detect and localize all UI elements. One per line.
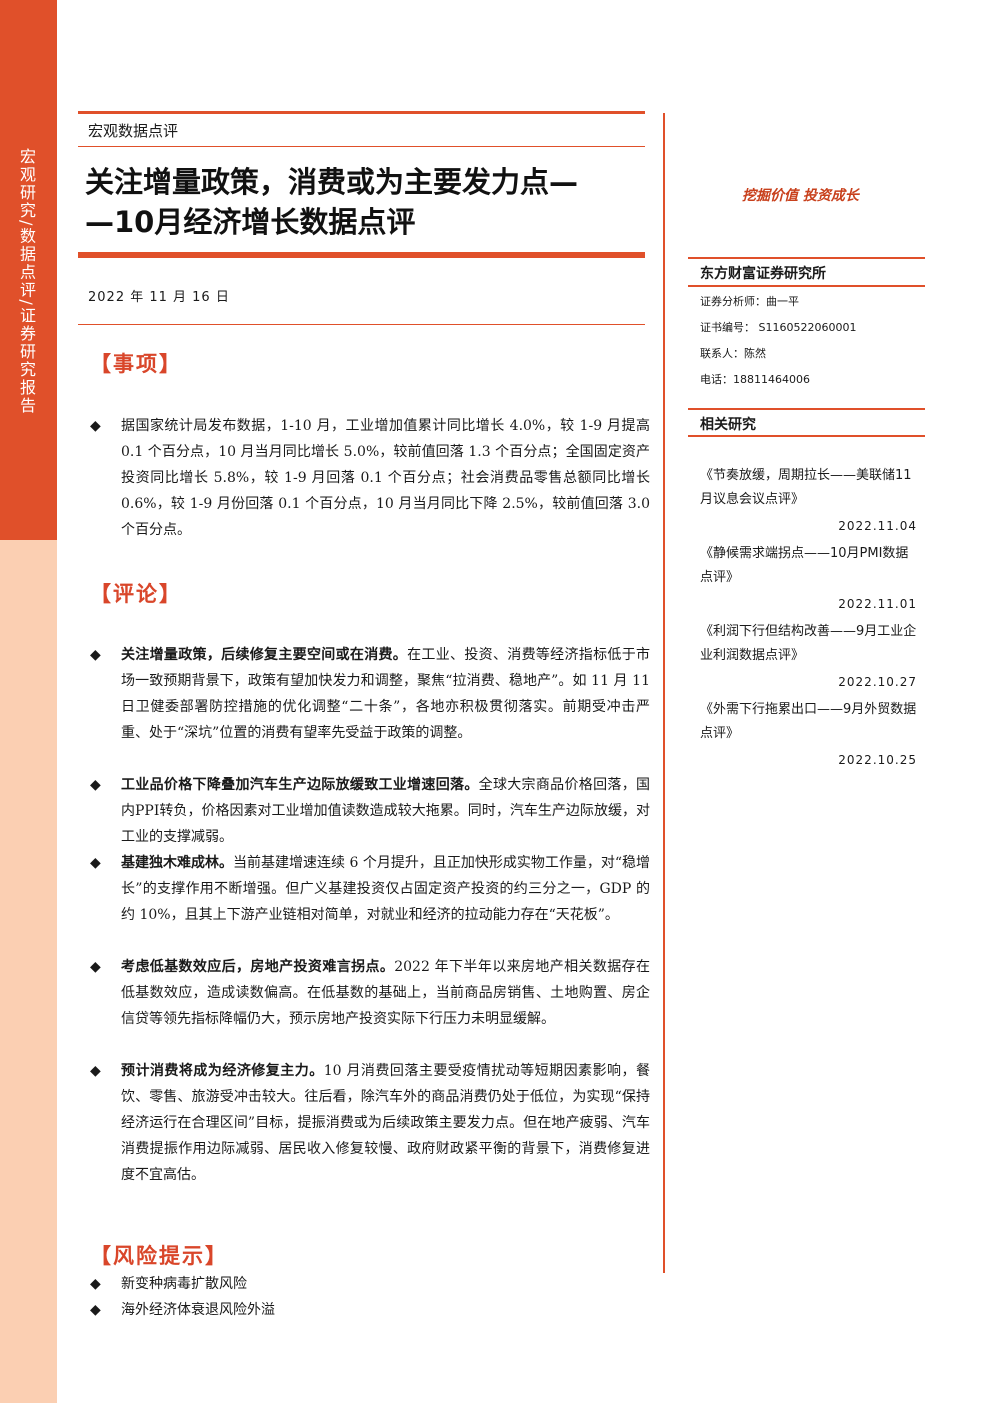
analyst: 证券分析师：曲一平 bbox=[700, 295, 799, 308]
bullet-icon: ◆ bbox=[90, 959, 101, 975]
related-rule-top bbox=[688, 408, 925, 410]
title-line-2: —10月经济增长数据点评 bbox=[85, 205, 416, 239]
matter-text: 据国家统计局发布数据，1-10 月，工业增加值累计同比增长 4.0%，较 1-9… bbox=[121, 418, 650, 538]
related-report-link[interactable]: 《节奏放缓，周期拉长——美联储11月议息会议点评》 bbox=[700, 468, 912, 507]
related-report-date: 2022.10.25 bbox=[838, 753, 917, 767]
related-report-date: 2022.11.04 bbox=[838, 519, 917, 533]
institution-rule-bottom bbox=[688, 285, 925, 287]
comment-item: ◆ 预计消费将成为经济修复主力。10 月消费回落主要受疫情扰动等短期因素影响，餐… bbox=[90, 1058, 650, 1188]
risk-text: 海外经济体衰退风险外溢 bbox=[121, 1302, 275, 1318]
comment-text: 全球大宗商品价格回落，国内PPI转负，价格因素对工业增加值读数造成较大拖累。同时… bbox=[121, 777, 651, 845]
bullet-icon: ◆ bbox=[90, 855, 101, 871]
date-rule bbox=[78, 324, 645, 325]
risk-text: 新变种病毒扩散风险 bbox=[121, 1276, 247, 1292]
report-date: 2022 年 11 月 16 日 bbox=[88, 290, 230, 305]
bullet-icon: ◆ bbox=[90, 1302, 101, 1318]
comment-text: 2022 年下半年以来房地产相关数据存在低基数效应，造成读数偏高。在低基数的基础… bbox=[121, 959, 650, 1027]
risk-item: ◆ 海外经济体衰退风险外溢 bbox=[90, 1297, 650, 1323]
comment-text: 在工业、投资、消费等经济指标低于市场一致预期背景下，政策有望加快发力和调整，聚焦… bbox=[121, 647, 651, 741]
institution-rule-top bbox=[688, 257, 925, 259]
comment-lead: 工业品价格下降叠加汽车生产边际放缓致工业增速回落。 bbox=[121, 777, 479, 793]
cert-number: 证书编号： S1160522060001 bbox=[700, 321, 857, 334]
related-report-date: 2022.10.27 bbox=[838, 675, 917, 689]
comment-heading: 【评论】 bbox=[90, 581, 182, 606]
sidebar: 宏观研究/数据点评/证券研究报告 bbox=[0, 0, 57, 1403]
bullet-icon: ◆ bbox=[90, 1063, 101, 1079]
risk-heading: 【风险提示】 bbox=[90, 1243, 228, 1268]
related-heading: 相关研究 bbox=[700, 417, 756, 433]
slogan: 挖掘价值 投资成长 bbox=[742, 188, 859, 204]
sidebar-label: 宏观研究/数据点评/证券研究报告 bbox=[17, 148, 36, 415]
comment-text: 10 月消费回落主要受疫情扰动等短期因素影响，餐饮、零售、旅游受冲击较大。往后看… bbox=[121, 1063, 651, 1183]
title-rule bbox=[78, 252, 645, 258]
related-report-link[interactable]: 《静候需求端拐点——10月PMI数据点评》 bbox=[700, 546, 909, 585]
sidebar-dark-band bbox=[0, 0, 57, 540]
comment-item: ◆ 工业品价格下降叠加汽车生产边际放缓致工业增速回落。全球大宗商品价格回落，国内… bbox=[90, 772, 650, 850]
related-report-link[interactable]: 《利润下行但结构改善——9月工业企业利润数据点评》 bbox=[700, 624, 917, 663]
risk-item: ◆ 新变种病毒扩散风险 bbox=[90, 1271, 650, 1297]
related-report-date: 2022.11.01 bbox=[838, 597, 917, 611]
comment-text: 当前基建增速连续 6 个月提升，且正加快形成实物工作量，对“稳增长”的支撑作用不… bbox=[121, 855, 651, 923]
comment-item: ◆ 考虑低基数效应后，房地产投资难言拐点。2022 年下半年以来房地产相关数据存… bbox=[90, 954, 650, 1032]
comment-lead: 预计消费将成为经济修复主力。 bbox=[121, 1063, 324, 1079]
matter-paragraph: ◆ 据国家统计局发布数据，1-10 月，工业增加值累计同比增长 4.0%，较 1… bbox=[90, 413, 650, 543]
category-rule bbox=[78, 146, 645, 147]
bullet-icon: ◆ bbox=[90, 647, 101, 663]
page-title: 关注增量政策，消费或为主要发力点— —10月经济增长数据点评 bbox=[85, 162, 655, 242]
bullet-icon: ◆ bbox=[90, 777, 101, 793]
bullet-icon: ◆ bbox=[90, 1276, 101, 1292]
top-rule bbox=[78, 111, 645, 114]
column-divider bbox=[663, 113, 665, 1273]
comment-item: ◆ 基建独木难成林。当前基建增速连续 6 个月提升，且正加快形成实物工作量，对“… bbox=[90, 850, 650, 928]
phone: 电话：18811464006 bbox=[700, 373, 810, 386]
related-report-link[interactable]: 《外需下行拖累出口——9月外贸数据点评》 bbox=[700, 702, 917, 741]
comment-lead: 关注增量政策，后续修复主要空间或在消费。 bbox=[121, 647, 408, 663]
comment-item: ◆ 关注增量政策，后续修复主要空间或在消费。在工业、投资、消费等经济指标低于市场… bbox=[90, 642, 650, 746]
institution-name: 东方财富证券研究所 bbox=[700, 266, 826, 282]
bullet-icon: ◆ bbox=[90, 418, 101, 434]
sidebar-light-band bbox=[0, 540, 57, 1403]
report-category: 宏观数据点评 bbox=[88, 122, 179, 140]
contact: 联系人：陈然 bbox=[700, 347, 766, 360]
matter-heading: 【事项】 bbox=[90, 351, 182, 376]
comment-lead: 考虑低基数效应后，房地产投资难言拐点。 bbox=[121, 959, 395, 975]
related-rule-bottom bbox=[688, 435, 925, 437]
title-line-1: 关注增量政策，消费或为主要发力点— bbox=[85, 165, 579, 199]
comment-lead: 基建独木难成林。 bbox=[121, 855, 234, 871]
